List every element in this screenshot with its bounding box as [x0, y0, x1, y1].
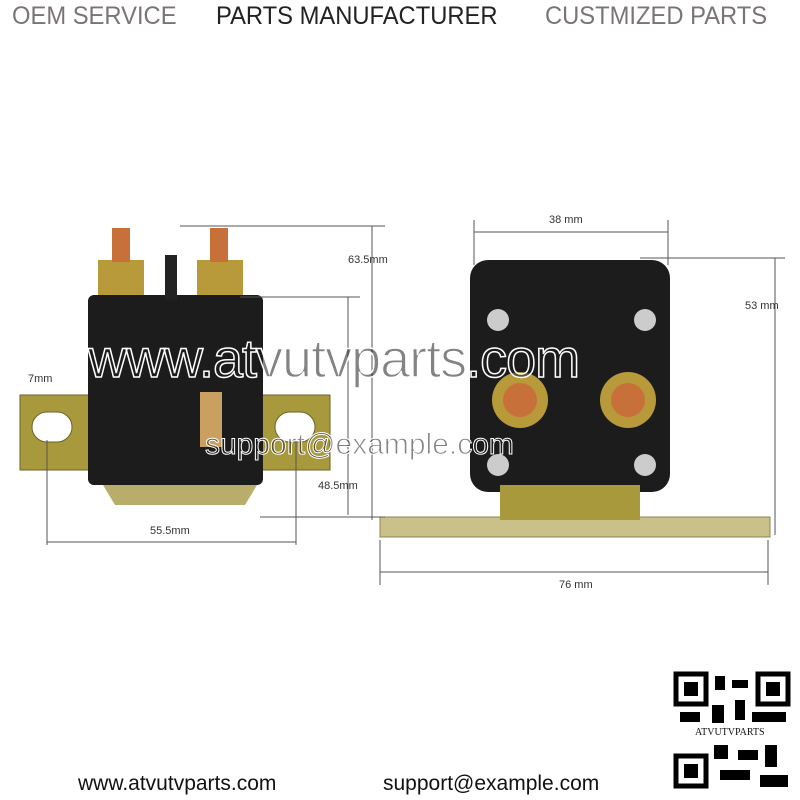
- dim-hole-spacing: 55.5mm: [150, 525, 190, 537]
- dim-hole-width: 7mm: [28, 373, 53, 385]
- front-view-solenoid: [379, 260, 771, 538]
- dim-side-body-height: 48.5mm: [318, 480, 358, 492]
- qr-label: ATVUTVPARTS: [695, 726, 765, 739]
- dim-front-width: 38 mm: [549, 214, 583, 226]
- header-parts-manufacturer: PARTS MANUFACTURER: [216, 2, 498, 30]
- dimension-lines: [46, 220, 785, 585]
- dim-bracket-length: 76 mm: [559, 579, 593, 591]
- dim-side-total-height: 63.5mm: [348, 254, 388, 266]
- watermark-website: www.atvutvparts.com: [87, 329, 581, 389]
- footer-website: www.atvutvparts.com: [78, 772, 277, 795]
- header-customized-parts: CUSTMIZED PARTS: [545, 2, 768, 30]
- watermark-email: support@example.com: [205, 428, 515, 461]
- dim-front-height: 53 mm: [745, 300, 779, 312]
- header-oem-service: OEM SERVICE: [12, 2, 177, 30]
- side-view-solenoid: [19, 228, 331, 505]
- footer-email: support@example.com: [383, 772, 600, 795]
